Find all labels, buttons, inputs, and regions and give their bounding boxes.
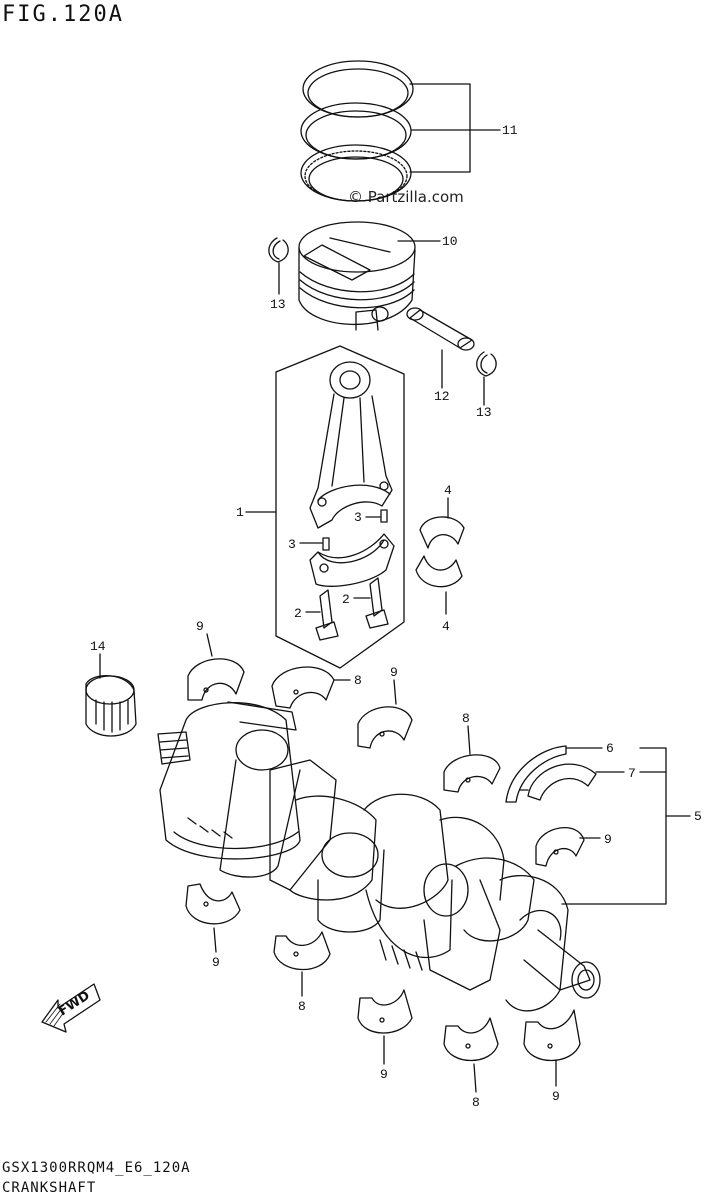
- callout-12[interactable]: 12: [434, 389, 450, 404]
- circlip-left[interactable]: [268, 237, 289, 263]
- callout-4-lower[interactable]: 4: [442, 619, 450, 634]
- conrod-bolt-left[interactable]: [315, 589, 339, 641]
- conrod-bolt-right[interactable]: [365, 577, 389, 629]
- connecting-rod[interactable]: [309, 361, 393, 529]
- figure-title: FIG.120A: [2, 2, 124, 27]
- conrod-bounding-box: [275, 345, 405, 669]
- bearing-pin-upper[interactable]: [380, 509, 388, 523]
- circlip-right[interactable]: [476, 351, 497, 377]
- leader-9d: [213, 927, 217, 953]
- callout-3-lower[interactable]: 3: [288, 537, 296, 552]
- callout-8-b[interactable]: 8: [462, 711, 470, 726]
- callout-2-right[interactable]: 2: [342, 592, 350, 607]
- callout-8-d[interactable]: 8: [472, 1095, 480, 1110]
- piston-rings[interactable]: [300, 60, 414, 202]
- thrust-bearing-7[interactable]: [527, 763, 597, 801]
- callout-5[interactable]: 5: [694, 809, 702, 824]
- callout-10[interactable]: 10: [442, 234, 458, 249]
- main-bearing-9c[interactable]: [535, 827, 585, 867]
- callout-9-d[interactable]: 9: [212, 955, 220, 970]
- callout-13-right[interactable]: 13: [476, 405, 492, 420]
- diagram-code: GSX1300RRQM4_E6_120A: [2, 1160, 191, 1176]
- crankshaft[interactable]: [157, 701, 601, 1012]
- fwd-arrow-icon: FWD: [41, 983, 101, 1033]
- main-bearing-8c[interactable]: [273, 931, 331, 971]
- watermark: © Partzilla.com: [348, 188, 464, 206]
- callout-9-a[interactable]: 9: [196, 619, 204, 634]
- conrod-bearing-lower[interactable]: [415, 555, 463, 588]
- callout-9-b[interactable]: 9: [390, 665, 398, 680]
- main-bearing-9e[interactable]: [357, 989, 413, 1034]
- leader-5a: [561, 747, 667, 905]
- leader-9b: [393, 679, 397, 705]
- leader-8d: [473, 1063, 477, 1093]
- conrod-cap[interactable]: [309, 533, 395, 587]
- callout-8-c[interactable]: 8: [298, 999, 306, 1014]
- callout-9-c[interactable]: 9: [604, 832, 612, 847]
- callout-11[interactable]: 11: [502, 123, 518, 138]
- main-bearing-8b[interactable]: [443, 754, 501, 793]
- main-bearing-9d[interactable]: [185, 883, 241, 925]
- callout-7[interactable]: 7: [628, 766, 636, 781]
- main-bearing-9b[interactable]: [357, 706, 413, 749]
- callout-1[interactable]: 1: [236, 505, 244, 520]
- leader-8b: [467, 725, 471, 755]
- leader-9a: [206, 633, 213, 657]
- callout-8-a[interactable]: 8: [354, 673, 362, 688]
- callout-labels: 11 10 13 12 13 1 3 3 2 2 4 4 14 9 8 9 8 …: [90, 123, 702, 1110]
- callout-2-left[interactable]: 2: [294, 606, 302, 621]
- bearing-pin-lower[interactable]: [322, 537, 330, 551]
- diagram-caption: CRANKSHAFT: [2, 1180, 97, 1196]
- main-bearing-8d[interactable]: [443, 1017, 499, 1062]
- leader-11: [409, 83, 501, 173]
- thrust-bearing-6[interactable]: [505, 745, 567, 803]
- callout-6[interactable]: 6: [606, 741, 614, 756]
- callout-9-f[interactable]: 9: [552, 1089, 560, 1104]
- piston-pin[interactable]: [406, 307, 475, 351]
- callout-13-left[interactable]: 13: [270, 297, 286, 312]
- piston[interactable]: [298, 221, 416, 331]
- main-bearing-9f[interactable]: [523, 1009, 581, 1062]
- main-bearing-9a[interactable]: [187, 658, 245, 701]
- needle-bearing[interactable]: [85, 674, 137, 737]
- callout-4-upper[interactable]: 4: [444, 483, 452, 498]
- callout-9-e[interactable]: 9: [380, 1067, 388, 1082]
- main-bearing-8a[interactable]: [271, 666, 335, 709]
- callout-3-upper[interactable]: 3: [354, 510, 362, 525]
- callout-14[interactable]: 14: [90, 639, 106, 654]
- conrod-bearing-upper[interactable]: [419, 516, 465, 549]
- fwd-label: FWD: [56, 988, 93, 1019]
